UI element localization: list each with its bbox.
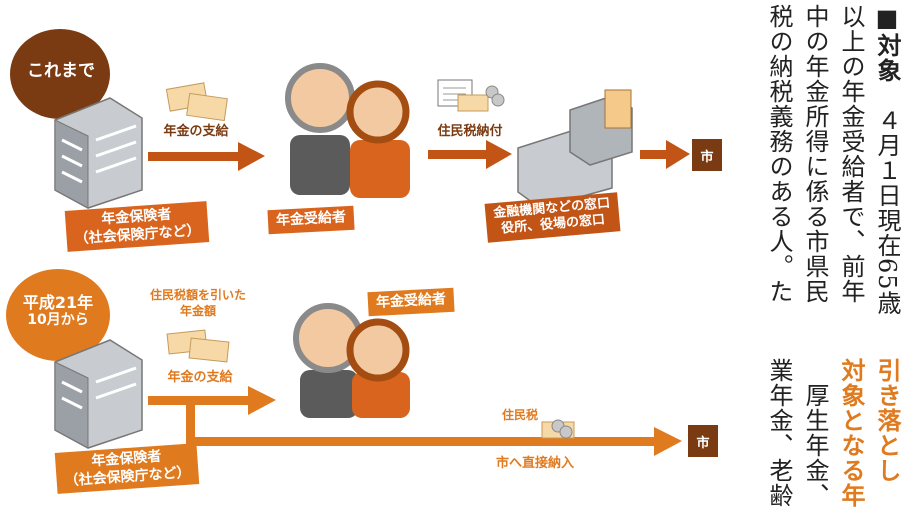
- pension-insurer-building-icon-2: [54, 339, 143, 449]
- banknote-icon-2: [166, 329, 230, 363]
- square-bullet-icon: ■: [873, 4, 901, 33]
- article-col-1: ■対象 ４月１日現在65歳: [872, 4, 902, 316]
- net-pension-note-2: 年金額: [179, 303, 216, 318]
- era-label-before: これまで: [27, 61, 95, 81]
- article-col-8: 業年金、老齢: [765, 358, 793, 508]
- tax-payment-arrow-top: [428, 140, 512, 169]
- article-heading-2: 対象となる年: [837, 358, 865, 508]
- net-pension-note-1: 住民税額を引いた: [149, 288, 246, 302]
- article-col-3: 中の年金所得に係る市県民: [801, 4, 829, 304]
- era-label-after: 平成21年 10月から: [8, 293, 108, 329]
- elderly-couple-icon-2: [293, 303, 410, 418]
- recipient-tag-bottom: 年金受給者: [367, 287, 455, 316]
- section-heading-target: 対象: [873, 33, 901, 83]
- article-heading-1: 引き落とし: [873, 358, 901, 483]
- direct-payment-label: 市へ直接納入: [495, 456, 574, 471]
- recipient-tag-top: 年金受給者: [267, 205, 355, 234]
- era-year: 平成21年: [22, 293, 94, 312]
- arrow-to-city-top: [640, 140, 690, 169]
- city-box-top: 市: [692, 139, 722, 171]
- article-col-2: 以上の年金受給者で、前年: [837, 4, 865, 304]
- tax-document-icon: [437, 79, 505, 112]
- net-pension-note: 住民税額を引いた 年金額: [138, 288, 258, 319]
- pension-payment-label: 年金の支給: [163, 124, 229, 139]
- pension-payment-arrow-bottom: [148, 386, 276, 415]
- article-col-7: 厚生年金、: [801, 358, 829, 508]
- tax-coins-icon: [541, 419, 575, 439]
- pension-payment-arrow-top: [148, 142, 265, 171]
- elderly-couple-icon: [285, 63, 410, 198]
- city-box-bottom: 市: [688, 425, 718, 457]
- article-col-4: 税の納税義務のある人。た: [765, 4, 793, 304]
- bank-office-building-icon: [517, 89, 633, 209]
- tax-payment-label: 住民税納付: [437, 124, 503, 139]
- banknote-icon: [165, 82, 228, 122]
- pension-payment-label-2: 年金の支給: [167, 370, 233, 385]
- direct-tax-arrow-bottom: [186, 400, 682, 456]
- resident-tax-label: 住民税: [501, 408, 538, 422]
- pension-insurer-building-icon: [54, 97, 143, 209]
- era-month: 10月から: [27, 312, 89, 329]
- article-text-1: ４月１日現在65歳: [873, 83, 901, 316]
